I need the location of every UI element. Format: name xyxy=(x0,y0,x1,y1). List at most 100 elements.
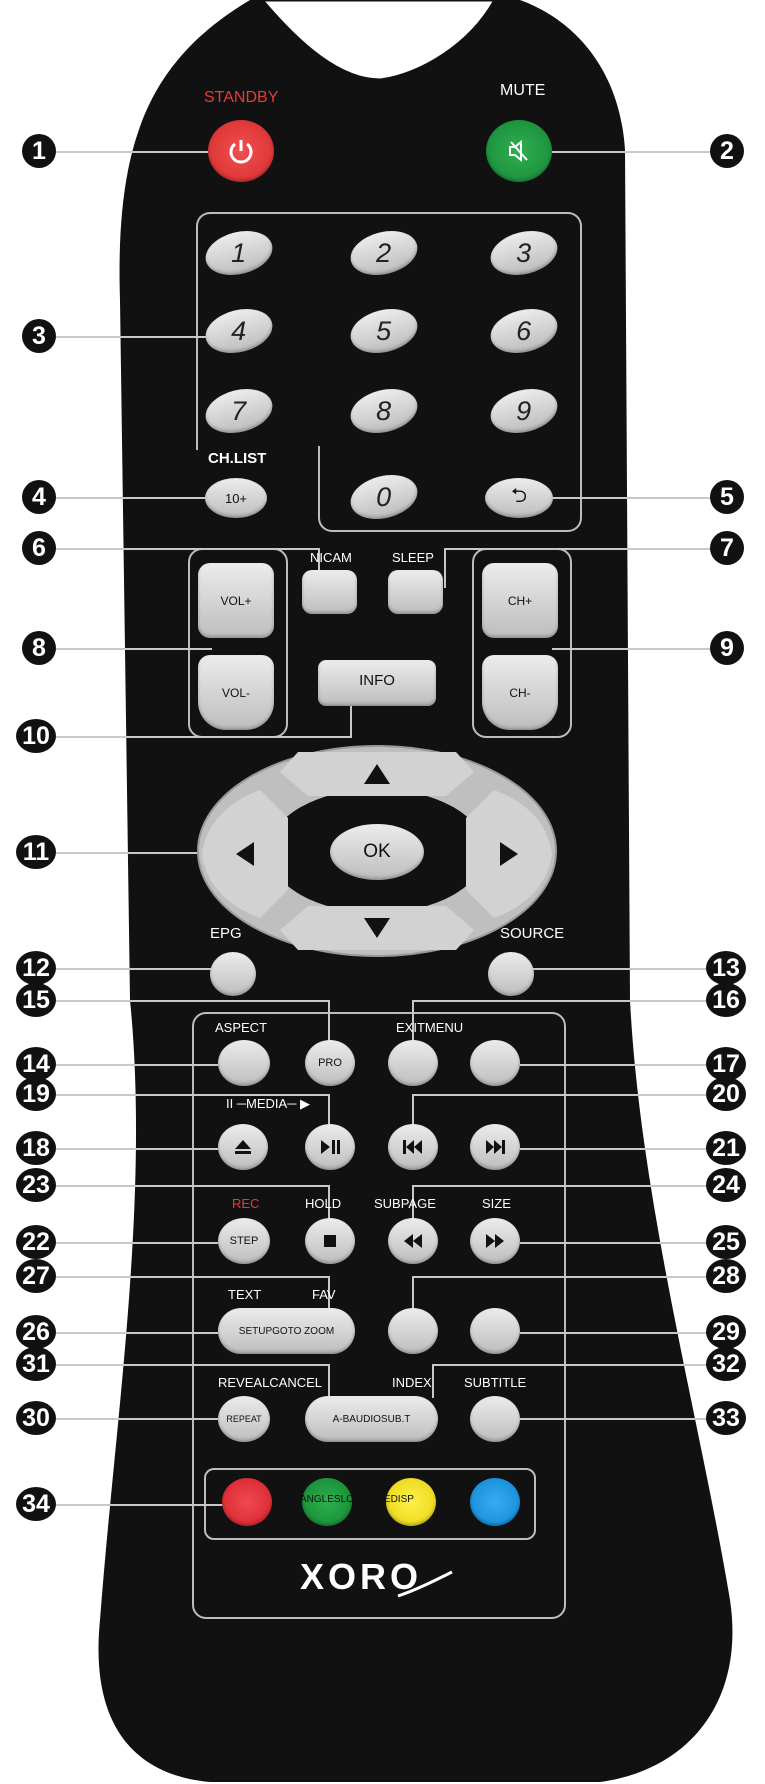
dpad-down-button[interactable] xyxy=(280,904,474,952)
callout-8: 8 xyxy=(22,631,56,665)
callout-12: 12 xyxy=(16,951,56,985)
digit-8-label: 8 xyxy=(376,395,392,426)
green-button[interactable] xyxy=(302,1478,352,1526)
source-button[interactable] xyxy=(488,952,534,996)
setup-goto-zoom-buttons[interactable]: SETUPGOTO ZOOM xyxy=(218,1308,355,1354)
leader-11 xyxy=(52,852,206,854)
vol-up-button[interactable]: VOL+ xyxy=(198,563,274,638)
dpad-left-button[interactable] xyxy=(200,788,290,920)
leader-29 xyxy=(520,1332,712,1334)
dpad-right-button[interactable] xyxy=(464,788,554,920)
mute-button[interactable] xyxy=(486,120,552,182)
ten-plus-button[interactable]: 10+ xyxy=(205,478,267,518)
callout-25: 25 xyxy=(706,1225,746,1259)
leader-6 xyxy=(52,548,320,550)
rewind-button[interactable] xyxy=(388,1218,438,1264)
callout-17: 17 xyxy=(706,1047,746,1081)
epg-button[interactable] xyxy=(210,952,256,996)
leader-22 xyxy=(52,1242,218,1244)
brand-logo: XORO xyxy=(300,1556,423,1597)
callout-11: 11 xyxy=(16,835,56,869)
menu-button[interactable] xyxy=(470,1040,520,1086)
fast-forward-icon xyxy=(486,1234,504,1248)
repeat-button[interactable]: REPEAT xyxy=(218,1396,270,1442)
leader-28 xyxy=(412,1276,712,1278)
dpad-up-button[interactable] xyxy=(280,750,474,798)
info-button[interactable]: INFO xyxy=(318,660,436,706)
button-29[interactable] xyxy=(470,1308,520,1354)
play-pause-icon xyxy=(321,1140,340,1154)
mute-label: MUTE xyxy=(500,82,546,99)
zero-frame xyxy=(318,446,582,532)
leader-26 xyxy=(52,1332,218,1334)
callout-29: 29 xyxy=(706,1315,746,1349)
digit-4-label: 4 xyxy=(231,315,247,346)
leader-14 xyxy=(52,1064,218,1066)
skip-back-icon xyxy=(403,1140,422,1154)
callout-23: 23 xyxy=(16,1168,56,1202)
previous-button[interactable] xyxy=(388,1124,438,1170)
leader-10-rise xyxy=(350,704,352,738)
brand-swoosh-icon xyxy=(397,1570,453,1598)
leader-23 xyxy=(52,1185,330,1187)
leader-24 xyxy=(412,1185,712,1187)
source-label: SOURCE xyxy=(500,925,565,942)
callout-6: 6 xyxy=(22,531,56,565)
standby-button[interactable] xyxy=(208,120,274,182)
callout-33: 33 xyxy=(706,1401,746,1435)
fast-forward-button[interactable] xyxy=(470,1218,520,1264)
leader-31 xyxy=(52,1364,330,1366)
epg-label: EPG xyxy=(210,925,242,942)
leader-12 xyxy=(52,968,212,970)
revealcancel-label: REVEALCANCEL xyxy=(218,1375,323,1390)
subtitle-button[interactable] xyxy=(470,1396,520,1442)
callout-26: 26 xyxy=(16,1315,56,1349)
next-button[interactable] xyxy=(470,1124,520,1170)
play-pause-button[interactable] xyxy=(305,1124,355,1170)
callout-5: 5 xyxy=(710,480,744,514)
ch-down-button[interactable]: CH- xyxy=(482,655,558,730)
return-button[interactable]: ⮌ xyxy=(485,478,553,518)
callout-34: 34 xyxy=(16,1487,56,1521)
eject-button[interactable] xyxy=(218,1124,268,1170)
sleep-label: SLEEP xyxy=(392,550,434,565)
aspect-button[interactable] xyxy=(218,1040,270,1086)
left-arrow-icon xyxy=(236,842,254,866)
size-label: SIZE xyxy=(482,1196,511,1211)
ch-up-button[interactable]: CH+ xyxy=(482,563,558,638)
leader-17 xyxy=(520,1064,712,1066)
callout-1: 1 xyxy=(22,134,56,168)
nicam-label: NICAM xyxy=(310,550,352,565)
eject-icon xyxy=(235,1140,251,1154)
nicam-button[interactable] xyxy=(302,570,357,614)
pro-button[interactable]: PRO xyxy=(305,1040,355,1086)
ab-audio-subt-buttons[interactable]: A-BAUDIOSUB.T xyxy=(305,1396,438,1442)
stop-button[interactable] xyxy=(305,1218,355,1264)
vol-down-button[interactable]: VOL- xyxy=(198,655,274,730)
exit-button[interactable] xyxy=(388,1040,438,1086)
numpad-frame xyxy=(196,212,582,450)
leader-32-drop xyxy=(432,1364,434,1398)
callout-10: 10 xyxy=(16,719,56,753)
leader-30 xyxy=(52,1418,218,1420)
subtitle-label: SUBTITLE xyxy=(464,1375,527,1390)
color-buttons-label: ANGLESLOWTITLEDISP xyxy=(300,1494,414,1505)
down-arrow-icon xyxy=(364,918,390,938)
hold-label: HOLD xyxy=(305,1196,342,1211)
button-28[interactable] xyxy=(388,1308,438,1354)
blue-button[interactable] xyxy=(470,1478,520,1526)
yellow-button[interactable] xyxy=(386,1478,436,1526)
skip-forward-icon xyxy=(486,1140,505,1154)
leader-15-drop xyxy=(328,1000,330,1042)
ok-button[interactable]: OK xyxy=(330,824,424,880)
step-button[interactable]: STEP xyxy=(218,1218,270,1264)
mute-icon xyxy=(509,139,528,163)
callout-14: 14 xyxy=(16,1047,56,1081)
leader-20 xyxy=(412,1094,712,1096)
leader-5 xyxy=(552,497,712,499)
callout-7: 7 xyxy=(710,531,744,565)
digit-9-label: 9 xyxy=(516,395,532,426)
sleep-button[interactable] xyxy=(388,570,443,614)
red-button[interactable] xyxy=(222,1478,272,1526)
